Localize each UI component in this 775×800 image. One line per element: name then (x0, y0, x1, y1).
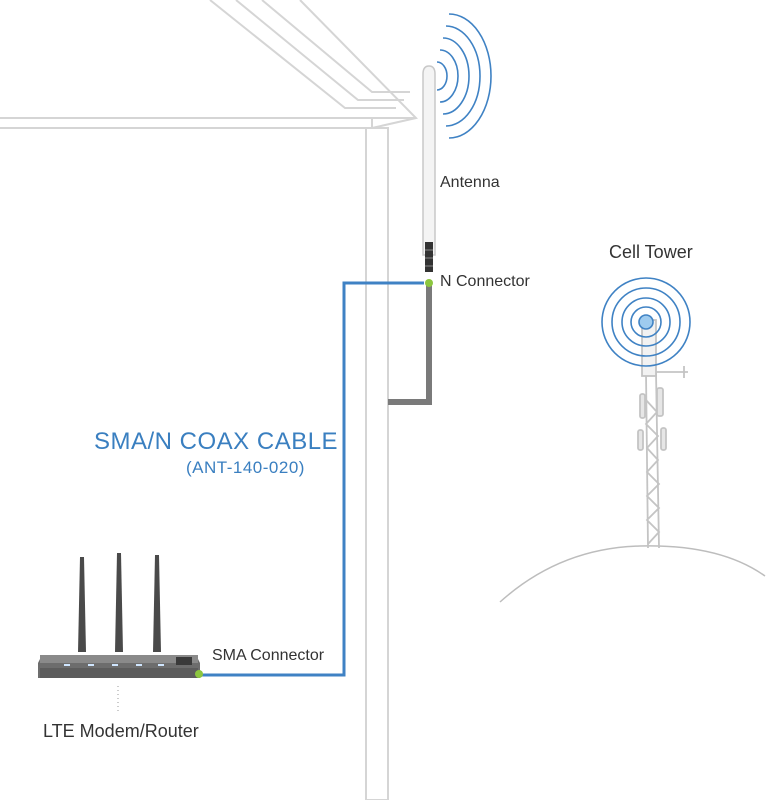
cell-tower-label: Cell Tower (609, 242, 693, 262)
antenna-label: Antenna (440, 174, 500, 191)
coax-cable (200, 281, 424, 677)
n-connector-dot (425, 279, 433, 287)
sma-connector-dot (195, 670, 203, 678)
hill (499, 545, 766, 603)
n-connector-label: N Connector (440, 273, 530, 290)
router (38, 553, 200, 712)
cable-title: SMA/N COAX CABLE (94, 428, 339, 455)
router-label: LTE Modem/Router (43, 721, 199, 741)
antenna (422, 65, 436, 272)
house-wall (365, 127, 389, 800)
cell-tower (637, 319, 688, 549)
sma-connector-label: SMA Connector (212, 647, 325, 664)
tower-signal-icon (601, 277, 691, 367)
antenna-signal-icon (436, 13, 492, 139)
house-roof (0, 0, 418, 129)
grey-cable-segment (388, 284, 432, 405)
cable-model: (ANT-140-020) (186, 458, 305, 477)
